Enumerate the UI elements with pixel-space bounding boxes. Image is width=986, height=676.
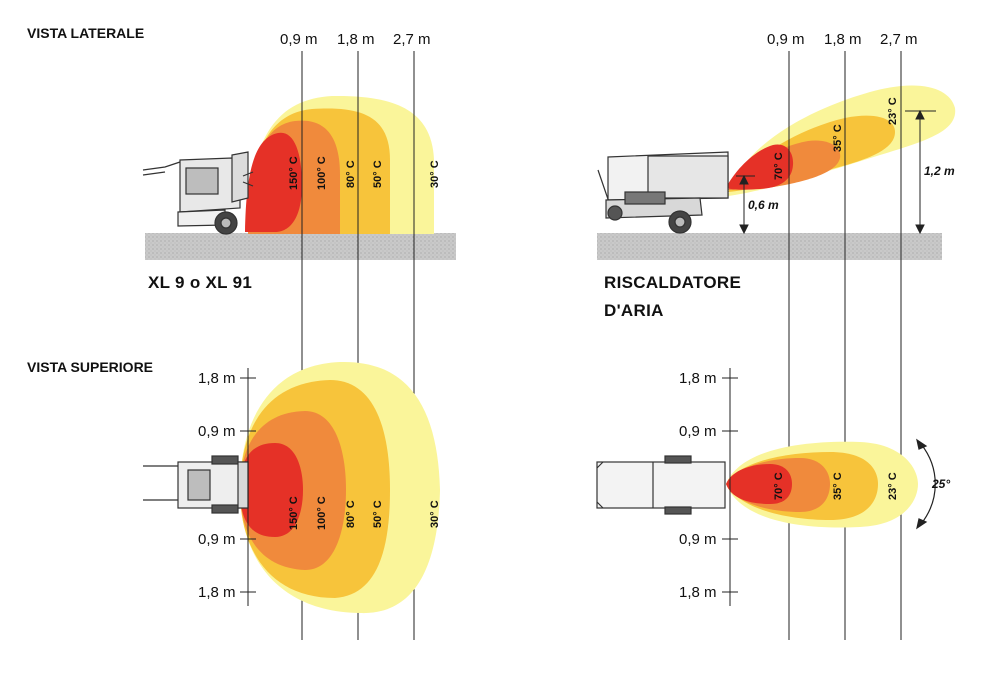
zone-label-side-left-30: 30° C — [429, 160, 441, 188]
scale-right-lower-1-8: 1,8 m — [679, 584, 717, 601]
side-view-title: VISTA LATERALE — [27, 25, 145, 41]
scale-axis-top-left — [240, 368, 256, 606]
distance-label-left-0-9: 0,9 m — [280, 31, 318, 48]
distance-label-right-2-7: 2,7 m — [880, 31, 918, 48]
zone-label-top-left-50: 50° C — [372, 500, 384, 528]
angle-label: 25° — [931, 477, 950, 491]
heat-plume-side-left — [245, 95, 434, 234]
zone-label-side-right-35: 35° C — [832, 124, 844, 152]
zone-label-side-right-23: 23° C — [887, 97, 899, 125]
zone-label-side-left-50: 50° C — [372, 160, 384, 188]
distance-label-right-1-8: 1,8 m — [824, 31, 862, 48]
zone-label-top-left-80: 80° C — [345, 500, 357, 528]
outlet-height-dimension — [736, 174, 755, 235]
scale-right-upper-1-8: 1,8 m — [679, 370, 717, 387]
zone-label-side-left-150: 150° C — [288, 156, 300, 190]
zone-label-side-right-70: 70° C — [773, 152, 785, 180]
scale-left-upper-0-9: 0,9 m — [198, 423, 236, 440]
heat-plume-top-right — [726, 441, 918, 528]
model-left-label: XL 9 o XL 91 — [148, 273, 253, 292]
heat-plume-side-right — [726, 85, 956, 196]
scale-left-upper-1-8: 1,8 m — [198, 370, 236, 387]
zone-label-top-left-30: 30° C — [429, 500, 441, 528]
top-view-title: VISTA SUPERIORE — [27, 359, 154, 375]
distance-label-left-1-8: 1,8 m — [337, 31, 375, 48]
zone-label-side-left-100: 100° C — [316, 156, 328, 190]
zone-label-top-right-70: 70° C — [773, 472, 785, 500]
plume-rise-dimension — [905, 109, 936, 235]
zone-label-side-left-80: 80° C — [345, 160, 357, 188]
plume-rise-label: 1,2 m — [924, 164, 955, 178]
scale-left-lower-0-9: 0,9 m — [198, 531, 236, 548]
air-heater-side-right — [597, 151, 729, 234]
zone-label-top-left-100: 100° C — [316, 496, 328, 530]
scale-left-lower-1-8: 1,8 m — [198, 584, 236, 601]
ground-left — [145, 233, 456, 260]
model-right-label-line1: RISCALDATORE — [604, 273, 742, 292]
distance-label-right-0-9: 0,9 m — [767, 31, 805, 48]
angle-arc-indicator — [916, 438, 936, 530]
model-right-label-line2: D'ARIA — [604, 301, 664, 320]
scale-right-upper-0-9: 0,9 m — [679, 423, 717, 440]
heater-machine-side-left — [142, 151, 254, 235]
air-heater-top-right — [596, 455, 726, 515]
zone-label-top-left-150: 150° C — [288, 496, 300, 530]
ground-right — [597, 233, 942, 260]
heater-machine-top-left — [143, 455, 249, 514]
scale-axis-top-right — [722, 368, 738, 606]
distance-label-left-2-7: 2,7 m — [393, 31, 431, 48]
zone-label-top-right-23: 23° C — [887, 472, 899, 500]
scale-right-lower-0-9: 0,9 m — [679, 531, 717, 548]
zone-label-top-right-35: 35° C — [832, 472, 844, 500]
heat-plume-top-left — [240, 361, 440, 614]
outlet-height-label: 0,6 m — [748, 198, 779, 212]
